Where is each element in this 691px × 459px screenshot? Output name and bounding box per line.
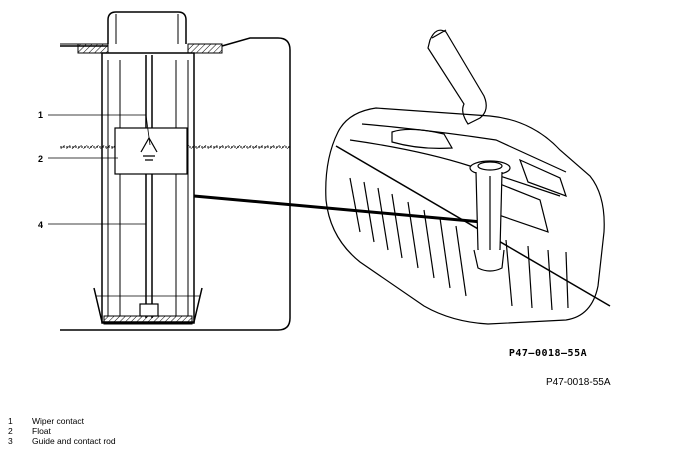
housing-tube	[101, 52, 195, 324]
legend-item: 3 Guide and contact rod	[8, 436, 116, 446]
legend-item-number: 1	[8, 416, 13, 426]
legend-item-text: Guide and contact rod	[32, 436, 116, 446]
tank-wall-outline	[60, 37, 291, 331]
fuel-tank-perspective	[325, 29, 611, 325]
tank-ribs	[349, 177, 569, 311]
callout-2: 2	[38, 154, 43, 164]
legend: 1 Wiper contact 2 Float 3 Guide and cont…	[8, 416, 116, 446]
legend-item-number: 3	[8, 436, 13, 446]
legend-item: 1 Wiper contact	[8, 416, 116, 426]
callout-1: 1	[38, 110, 43, 120]
legend-item: 2 Float	[8, 426, 116, 436]
sender-cap	[107, 11, 187, 44]
tank-strap	[335, 145, 611, 307]
legend-item-number: 2	[8, 426, 13, 436]
figure-caption-code: P47-0018-55A	[546, 377, 611, 388]
flange-left	[77, 43, 109, 54]
float	[114, 127, 188, 175]
tank-body	[325, 107, 605, 325]
bottom-base	[103, 315, 193, 325]
figure-code-inline: P47–0018–55A	[509, 348, 587, 359]
sender-unit-perspective	[469, 160, 511, 272]
sender-cross-section	[48, 11, 291, 331]
legend-item-text: Wiper contact	[32, 416, 84, 426]
filler-neck	[427, 29, 487, 125]
flange-right	[187, 43, 223, 54]
legend-item-text: Float	[32, 426, 51, 436]
callout-4: 4	[38, 220, 43, 230]
connector-line	[193, 194, 483, 224]
